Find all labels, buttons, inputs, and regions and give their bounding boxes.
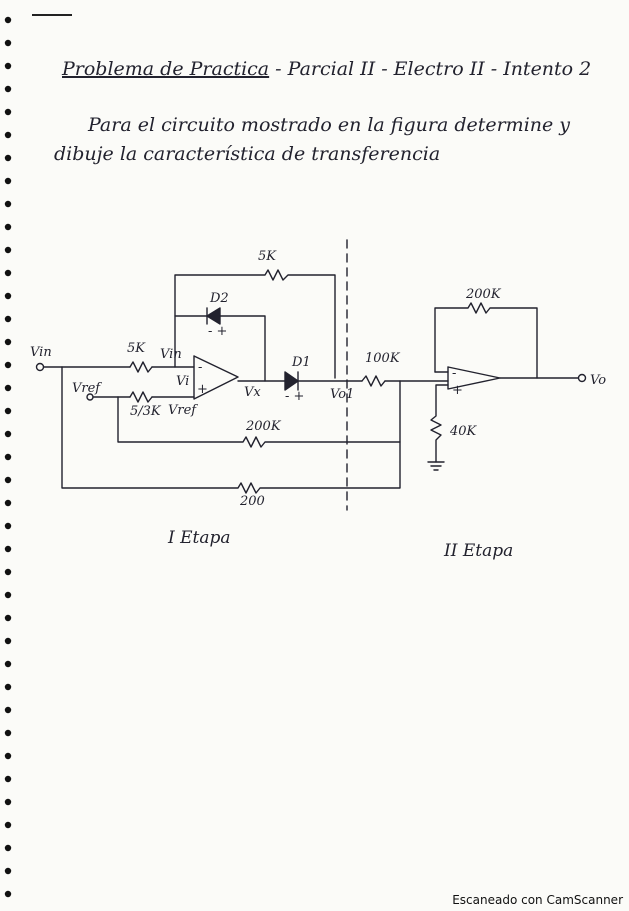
label-r-input: 5K <box>127 341 146 356</box>
label-vref: Vref <box>72 381 102 396</box>
prompt-line-2: dibuje la característica de transferenci… <box>54 143 441 165</box>
page-title: Problema de Practica - Parcial II - Elec… <box>62 58 591 80</box>
label-d1-polarity: - + <box>285 389 304 404</box>
resistor-5-3k <box>129 391 153 403</box>
diode-d2 <box>206 307 221 325</box>
label-r-200-bottom: 200 <box>239 494 265 509</box>
title-underlined: Problema de Practica <box>62 58 270 80</box>
label-opamp2-minus: - <box>452 366 456 381</box>
header-dash <box>32 14 72 16</box>
label-vo: Vo <box>590 373 606 388</box>
label-r-feedback-top: 5K <box>258 249 277 264</box>
label-vi: Vi <box>176 374 189 389</box>
spiral-binding <box>4 16 12 898</box>
label-r-200k-mid: 200K <box>245 419 282 434</box>
stage-1-label: I Etapa <box>168 528 231 548</box>
stage-2-label: II Etapa <box>444 541 514 561</box>
wire-200-bottom <box>61 366 401 494</box>
title-rest: - Parcial II - Electro II - Intento 2 <box>269 58 592 80</box>
label-d2-polarity: - + <box>208 324 227 339</box>
label-r-ref: 5/3K <box>130 404 162 419</box>
prompt-line-1: Para el circuito mostrado en la figura d… <box>88 114 571 136</box>
label-vo1: Vo1 <box>330 387 354 402</box>
vo-terminal <box>577 373 587 383</box>
diode-d1 <box>284 371 299 391</box>
opamp-2 <box>447 366 501 390</box>
camscanner-watermark: Escaneado con CamScanner <box>452 893 623 907</box>
label-vin: Vin <box>30 345 52 360</box>
wire-200k-mid <box>117 396 401 448</box>
label-r-100k: 100K <box>365 351 401 366</box>
wire-feedback-top <box>174 269 336 379</box>
resistor-40k <box>430 384 449 463</box>
label-diode-d2: D2 <box>209 291 229 306</box>
label-opamp2-plus: + <box>452 383 463 398</box>
resistor-5k-input <box>129 361 153 373</box>
label-r-40k: 40K <box>449 424 478 439</box>
label-diode-d1: D1 <box>291 355 311 370</box>
label-opamp1-minus: - <box>198 360 202 375</box>
vin-terminal <box>35 362 45 372</box>
label-opamp1-plus: + <box>197 382 208 397</box>
label-vin-node: Vin <box>160 347 182 362</box>
label-r-feedback-2: 200K <box>465 287 502 302</box>
wire-feedback-200k <box>434 302 538 379</box>
opamp-1 <box>193 355 239 400</box>
resistor-100k <box>361 375 386 387</box>
label-vref-node: Vref <box>168 403 198 418</box>
label-vx: Vx <box>244 385 261 400</box>
